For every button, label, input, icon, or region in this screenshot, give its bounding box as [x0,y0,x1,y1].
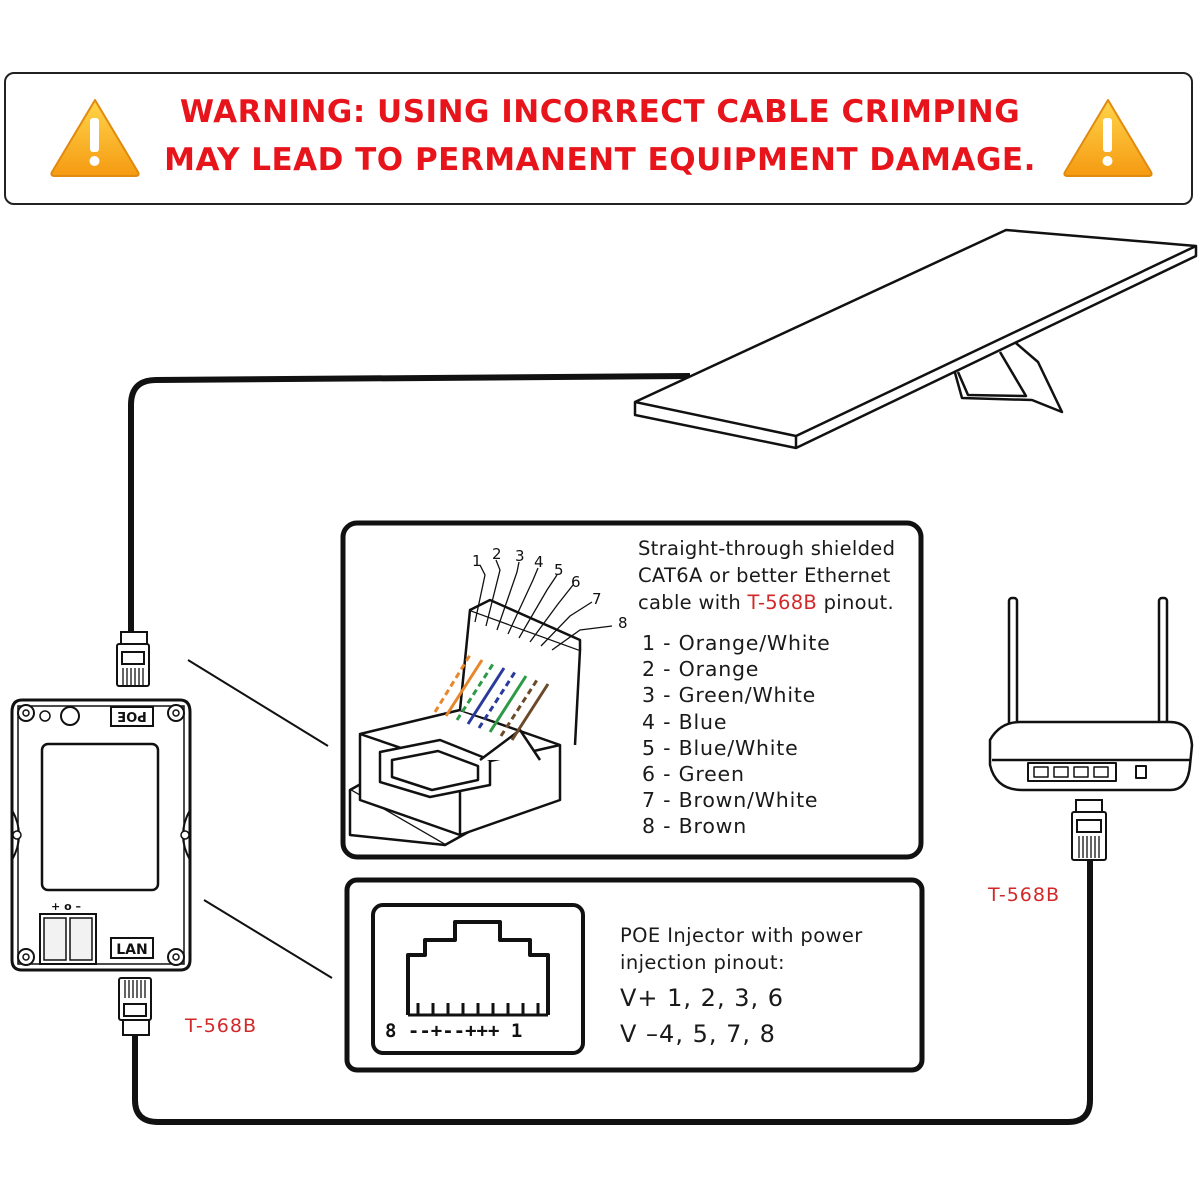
rj45-plug-icon [1071,799,1107,861]
pin-number: 7 [592,590,602,608]
jack-pin-polarity: 8 --+--+++ 1 [385,1020,523,1042]
cable-description-text: cable with [638,591,748,614]
cable-description-line: cable with T-568B pinout. [638,589,895,616]
pin-number: 2 [492,545,502,563]
cable-description-text: pinout. [817,591,894,614]
polarity-label: + o – [51,900,81,913]
pinout-item: 1 - Orange/White [642,631,831,655]
dish-cable [128,373,691,632]
connector-wires [433,654,550,741]
poe-label: POE [117,708,146,723]
pinout-list: 1 - Orange/White 2 - Orange 3 - Green/Wh… [642,630,831,840]
cable-description-line: CAT6A or better Ethernet [638,564,891,587]
pin-number: 3 [515,547,525,565]
standard-highlight: T-568B [747,591,818,614]
v-plus-pins: V+ 1, 2, 3, 6 [620,984,785,1012]
pin-number: 6 [571,573,581,591]
poe-injector-box [10,698,192,972]
router-icon [988,596,1194,792]
injector-description: POE Injector with power injection pinout… [620,922,863,976]
pinout-item: 2 - Orange [642,657,760,682]
v-minus-pins: V –4, 5, 7, 8 [620,1020,776,1048]
pin-number: 1 [472,552,482,570]
cable-description-line: Straight-through shielded [638,537,896,560]
pin-number: 5 [554,561,564,579]
injector-description-line: POE Injector with power [620,924,863,947]
rj45-jack-icon [406,920,550,1017]
pin-number: 8 [618,614,628,632]
warning-text-line1: WARNING: USING INCORRECT CABLE CRIMPING [179,94,1021,130]
pinout-item: 7 - Brown/White [642,788,819,813]
warning-text-line2: MAY LEAD TO PERMANENT EQUIPMENT DAMAGE. [164,142,1036,178]
pin-number: 4 [534,553,544,571]
pinout-item: 3 - Green/White [642,683,817,708]
rj45-connector-closeup [348,598,582,847]
satellite-dish-icon [633,228,1198,450]
pinout-item: 8 - Brown [642,814,748,839]
router-cable [132,860,1093,1125]
warning-triangle-icon [1063,99,1153,177]
connector-pin-numbers: 1 2 3 4 5 6 7 8 [472,545,628,632]
rj45-plug-icon [116,631,150,687]
pinout-item: 5 - Blue/White [642,735,799,760]
injector-description-line: injection pinout: [620,951,785,974]
cable-description: Straight-through shielded CAT6A or bette… [638,535,895,616]
rj45-plug-icon [118,977,152,1036]
pinout-item: 6 - Green [642,762,745,787]
pinout-item: 4 - Blue [642,709,728,734]
injector-standard-label: T-568B [185,1015,258,1037]
warning-triangle-icon [50,99,140,177]
warning-banner [4,72,1193,205]
lan-label: LAN [116,942,147,958]
router-standard-label: T-568B [988,884,1061,906]
